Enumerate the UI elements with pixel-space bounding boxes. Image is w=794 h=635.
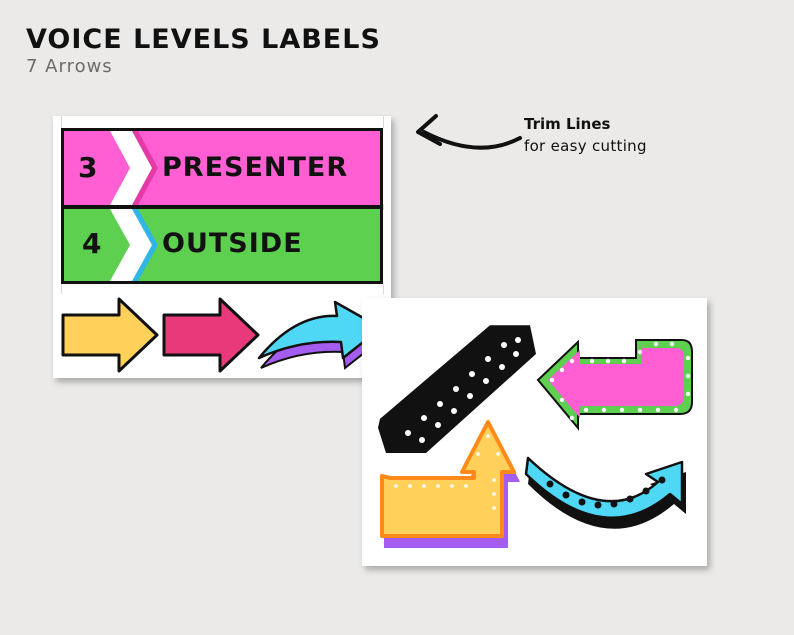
callout-title: Trim Lines	[524, 115, 611, 133]
trim-line	[383, 204, 384, 210]
yellow-bent-arrow-icon	[380, 420, 520, 548]
trim-line	[383, 116, 384, 128]
trim-line	[61, 116, 62, 128]
pink-arrow-icon	[162, 297, 260, 373]
page-title: VOICE LEVELS LABELS	[26, 24, 381, 55]
label-banner-outside: 4 OUTSIDE	[61, 206, 383, 284]
cyan-arc-arrow-icon	[524, 456, 686, 529]
arrow-curved-left-icon	[416, 114, 522, 150]
callout-subtitle: for easy cutting	[524, 137, 647, 155]
yellow-arrow-icon	[61, 297, 159, 373]
pink-u-turn-arrow-icon	[536, 339, 693, 431]
label-number: 4	[82, 227, 103, 260]
label-banner-presenter: 3 PRESENTER	[61, 128, 383, 208]
trim-line	[383, 284, 384, 294]
label-word: OUTSIDE	[162, 228, 303, 259]
trim-line	[61, 284, 62, 294]
arrow-sheet	[362, 298, 707, 566]
page-subtitle: 7 Arrows	[26, 56, 113, 77]
label-number: 3	[78, 151, 99, 184]
chevron-icon	[110, 209, 158, 281]
label-sheet: 3 PRESENTER 4 OUTSIDE	[53, 116, 391, 378]
label-word: PRESENTER	[162, 152, 349, 183]
black-dotted-arrow-icon	[378, 325, 536, 453]
chevron-icon	[110, 131, 158, 205]
